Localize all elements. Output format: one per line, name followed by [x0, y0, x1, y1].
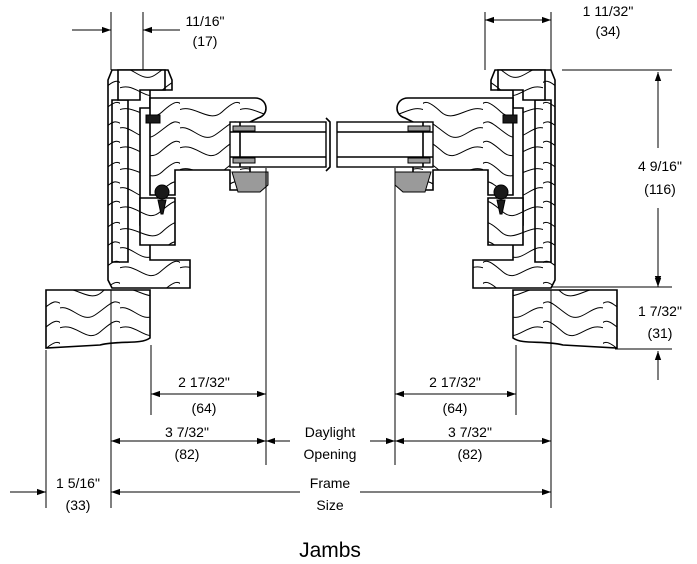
dim-daylight-line2: Opening [304, 446, 357, 462]
dim-sash-right-frac: 2 17/32" [429, 374, 481, 390]
drawing-title: Jambs [299, 539, 361, 562]
dim-top-left-mm: (17) [193, 33, 218, 49]
dim-top-left-frac: 11/16" [186, 13, 225, 29]
dim-right-height-frac: 4 9/16" [638, 158, 682, 174]
dim-frame-left-frac: 3 7/32" [165, 424, 209, 440]
dim-frame-size-line2: Size [316, 497, 343, 513]
dim-frame-size-line1: Frame [310, 475, 351, 491]
dim-bottom-left-mm: (33) [66, 497, 91, 513]
dim-daylight-line1: Daylight [305, 424, 356, 440]
dim-sash-right-mm: (64) [443, 400, 468, 416]
dimension-labels: 11/16" (17) 1 11/32" (34) 4 9/16" (116) … [56, 3, 682, 513]
dim-sash-left-frac: 2 17/32" [178, 374, 230, 390]
dim-frame-left-mm: (82) [175, 446, 200, 462]
right-jamb-section [336, 69, 618, 349]
dimension-arrows [10, 16, 662, 496]
dim-top-right-mm: (34) [596, 23, 621, 39]
dim-bottom-left-frac: 1 5/16" [56, 475, 100, 491]
dim-right-sill-mm: (31) [648, 325, 673, 341]
dim-right-height-mm: (116) [644, 181, 676, 197]
dim-right-sill-frac: 1 7/32" [638, 303, 682, 319]
dim-top-right-frac: 1 11/32" [583, 3, 634, 19]
dim-frame-right-frac: 3 7/32" [448, 424, 492, 440]
dim-frame-right-mm: (82) [458, 446, 483, 462]
left-jamb-section [45, 69, 331, 349]
dim-sash-left-mm: (64) [192, 400, 217, 416]
extension-lines [45, 12, 672, 508]
